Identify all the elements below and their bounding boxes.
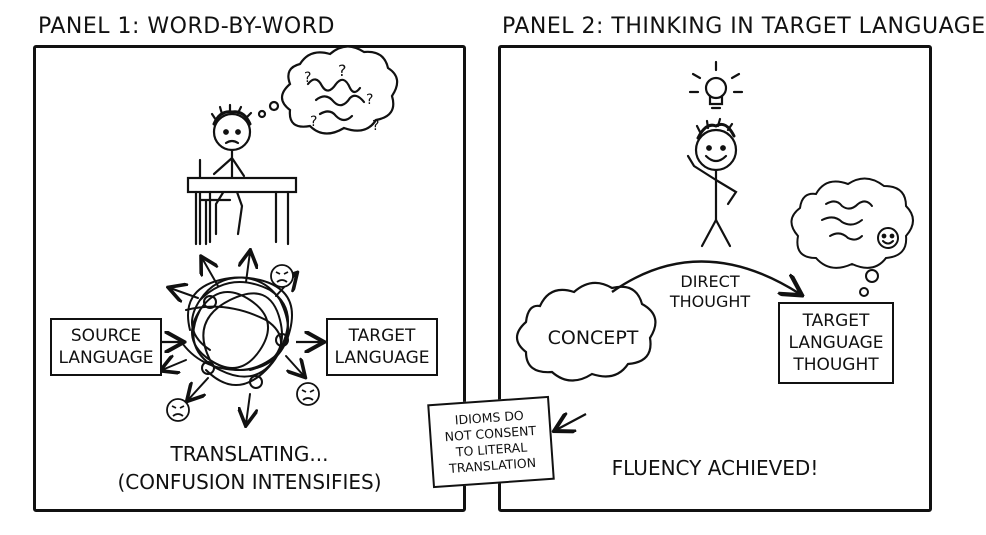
tangled-translation-knot-icon [162,252,304,424]
panel-1-caption-confusion: (CONFUSION INTENSIFIES) [117,470,382,494]
happy-figure-icon [686,60,744,248]
source-language-box: SOURCE LANGUAGE [50,318,162,376]
illustrations: ? ? ? ? ? [0,45,914,535]
direct-thought-arrow [611,260,800,294]
panel-1-caption-translating: TRANSLATING... [170,442,329,466]
panel-2-caption-fluency: FLUENCY ACHIEVED! [611,456,819,480]
note-pointer-arrow [556,414,587,430]
happy-thought-bubble-icon [790,177,914,297]
svg-text:?: ? [304,70,311,86]
concept-cloud-shape [515,281,657,382]
confused-student-icon [186,45,399,246]
target-language-thought-box: TARGET LANGUAGE THOUGHT [778,302,894,384]
panel-2 [498,45,932,512]
panel-1-title: PANEL 1: WORD-BY-WORD [38,14,335,39]
svg-text:?: ? [310,114,317,130]
idioms-note: IDIOMS DO NOT CONSENT TO LITERAL TRANSLA… [427,395,555,489]
svg-text:?: ? [366,92,373,108]
panel-2-title: PANEL 2: THINKING IN TARGET LANGUAGE [502,14,986,39]
target-language-box-panel1: TARGET LANGUAGE [326,318,438,376]
svg-text:?: ? [338,61,347,80]
direct-thought-label: DIRECT THOUGHT [669,272,751,311]
grumpy-face-icon [166,264,320,422]
concept-label: CONCEPT [547,327,639,349]
svg-text:?: ? [372,118,379,134]
